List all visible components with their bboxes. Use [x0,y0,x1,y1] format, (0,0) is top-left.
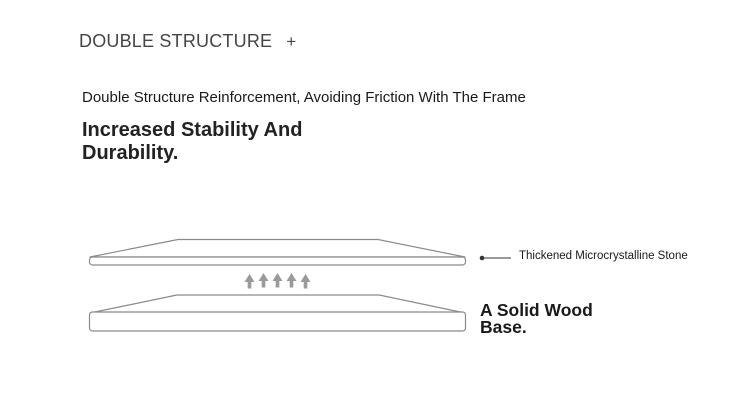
wood-base-top-face [89,294,466,314]
subtitle: Double Structure Reinforcement, Avoiding… [82,89,526,106]
stone-layer-label: Thickened Microcrystalline Stone [519,250,688,262]
up-arrow-icon [244,274,255,289]
stone-layer-side [88,256,467,266]
up-arrow-icon [272,273,283,288]
stone-layer [88,238,467,266]
section-title: DOUBLE STRUCTURE + [79,31,296,52]
arrow-group [244,273,311,289]
up-arrow-icon [286,273,297,288]
up-arrow-icon [258,273,269,288]
wood-base-side [88,311,467,332]
stone-layer-top-face [89,238,466,258]
wood-base-layer [88,294,467,332]
stone-leader-line [479,255,511,261]
up-arrow-icon [300,274,311,289]
wood-base-label: A Solid Wood Base. [480,300,593,337]
headline: Increased Stability And Durability. [82,119,303,164]
section-title-text: DOUBLE STRUCTURE [79,31,273,51]
plus-icon[interactable]: + [286,32,297,51]
